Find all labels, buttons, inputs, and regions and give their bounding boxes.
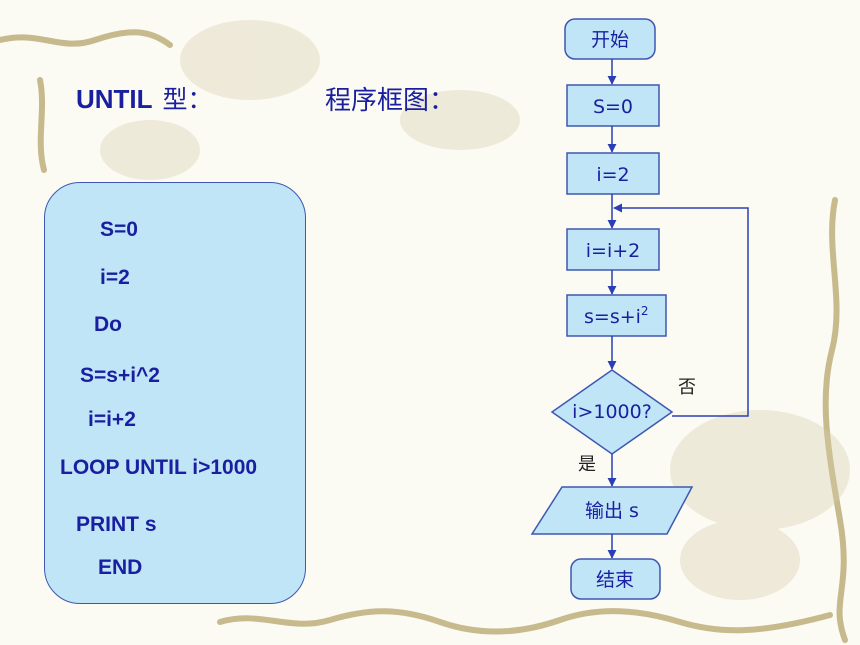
code-line: END — [98, 556, 143, 579]
code-line: i=2 — [100, 266, 130, 289]
init-s-node — [566, 84, 660, 127]
output-node — [530, 486, 694, 535]
flowchart-heading: 程序框图： — [325, 86, 456, 116]
end-label: 结束 — [596, 569, 634, 591]
init-i-label: i=2 — [596, 164, 629, 186]
loop-back-arrow — [613, 203, 749, 417]
code-line: S=s+i^2 — [80, 364, 160, 387]
accumulate-node — [566, 294, 667, 337]
accumulate-label: s=s+i2 — [584, 304, 649, 328]
code-line: i=i+2 — [88, 408, 136, 431]
code-box — [44, 182, 306, 604]
until-heading: UNTIL 型： — [76, 80, 213, 116]
code-line: S=0 — [100, 218, 138, 241]
init-i-node — [566, 152, 660, 195]
start-node — [564, 18, 656, 60]
code-line: PRINT s — [76, 513, 157, 536]
vine-bottom — [217, 608, 833, 635]
init-s-label: S=0 — [593, 96, 633, 118]
yes-label: 是 — [578, 454, 596, 475]
vine-right — [822, 197, 848, 643]
increment-label: i=i+2 — [586, 240, 641, 262]
end-node — [570, 558, 661, 600]
no-label: 否 — [678, 377, 696, 398]
vine-top-left — [0, 29, 173, 48]
decision-label: i>1000? — [572, 401, 652, 423]
until-keyword: UNTIL — [76, 84, 153, 114]
code-line: LOOP UNTIL i>1000 — [60, 456, 258, 479]
start-label: 开始 — [591, 29, 629, 51]
until-suffix: 型： — [162, 85, 213, 114]
code-line: Do — [94, 313, 122, 336]
output-label: 输出 s — [585, 500, 639, 522]
increment-node — [566, 228, 660, 271]
